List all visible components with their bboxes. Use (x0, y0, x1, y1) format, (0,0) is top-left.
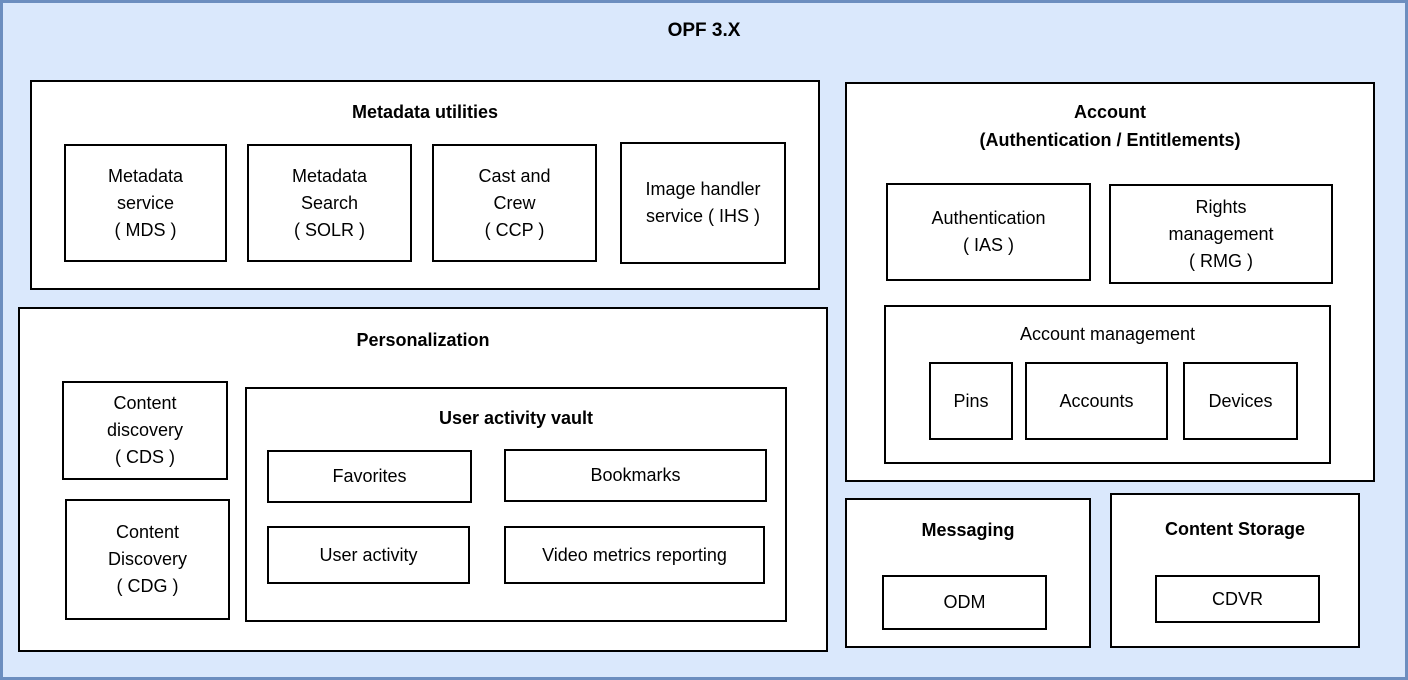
user-activity-vault-title: User activity vault (438, 408, 594, 428)
node-rights-management-rmg: Rights management ( RMG ) (1109, 184, 1333, 284)
node-odm: ODM (882, 575, 1047, 630)
node-pins: Pins (929, 362, 1013, 440)
group-user-activity-vault: User activity vault Favorites Bookmarks … (245, 387, 787, 622)
personalization-title: Personalization (356, 330, 490, 350)
node-video-metrics-reporting: Video metrics reporting (504, 526, 765, 584)
diagram-title: OPF 3.X (667, 20, 741, 41)
account-management-title: Account management (1019, 324, 1196, 344)
group-personalization: Personalization Content discovery ( CDS … (18, 307, 828, 652)
node-devices: Devices (1183, 362, 1298, 440)
node-metadata-service-mds: Metadata service ( MDS ) (64, 144, 227, 262)
node-authentication-ias: Authentication ( IAS ) (886, 183, 1091, 281)
group-content-storage: Content Storage CDVR (1110, 493, 1360, 648)
group-account: Account (Authentication / Entitlements) … (845, 82, 1375, 482)
group-account-management: Account management Pins Accounts Devices (884, 305, 1331, 464)
messaging-title: Messaging (921, 520, 1015, 540)
account-title: Account (Authentication / Entitlements) (979, 102, 1241, 150)
metadata-utilities-title: Metadata utilities (351, 102, 499, 122)
node-bookmarks: Bookmarks (504, 449, 767, 502)
node-user-activity: User activity (267, 526, 470, 584)
content-storage-title: Content Storage (1164, 519, 1305, 539)
group-metadata-utilities: Metadata utilities Metadata service ( MD… (30, 80, 820, 290)
node-content-discovery-cds: Content discovery ( CDS ) (62, 381, 228, 480)
node-accounts: Accounts (1025, 362, 1168, 440)
node-metadata-search-solr: Metadata Search ( SOLR ) (247, 144, 412, 262)
group-messaging: Messaging ODM (845, 498, 1091, 648)
node-image-handler-service-ihs: Image handler service ( IHS ) (620, 142, 786, 264)
node-content-discovery-cdg: Content Discovery ( CDG ) (65, 499, 230, 620)
node-cast-and-crew-ccp: Cast and Crew ( CCP ) (432, 144, 597, 262)
node-cdvr: CDVR (1155, 575, 1320, 623)
node-favorites: Favorites (267, 450, 472, 503)
